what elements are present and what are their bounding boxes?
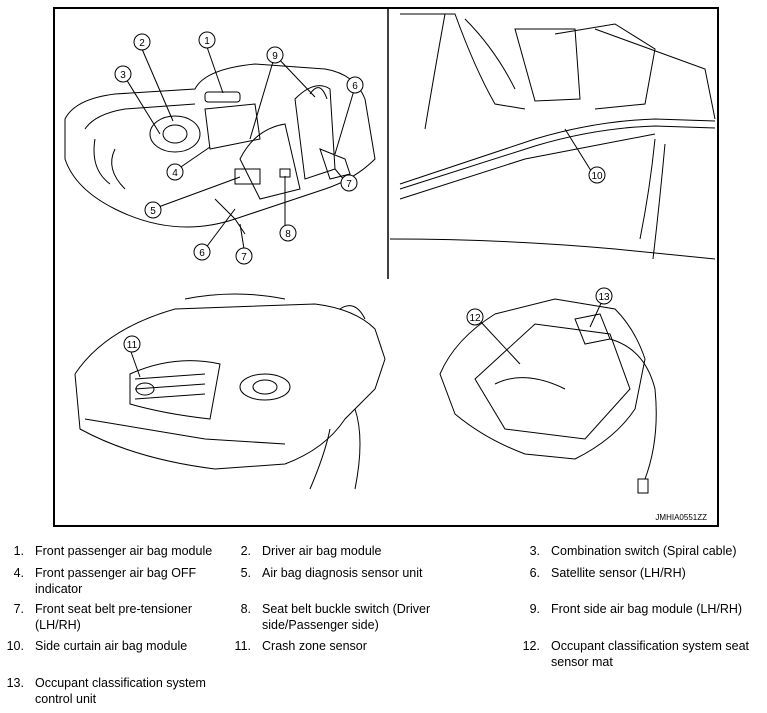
svg-text:6: 6	[199, 248, 205, 259]
legend-number: 10.	[6, 639, 24, 653]
callout-markers: 1 2 3 4 5 9 6 7 8 6 7 10 11 12 13	[114, 31, 613, 353]
svg-text:13: 13	[598, 292, 610, 303]
svg-text:4: 4	[172, 168, 178, 179]
legend-text: Occupant classification system seat sens…	[551, 639, 749, 669]
interior-illustration	[64, 63, 376, 235]
callout-3: 3	[114, 65, 132, 83]
legend-text: Satellite sensor (LH/RH)	[551, 566, 686, 580]
legend-number: 13.	[6, 676, 24, 690]
diagram-drawing: 1 2 3 4 5 9 6 7 8 6 7 10 11 12 13	[64, 9, 716, 494]
legend-text: Front passenger air bag OFF indicator	[35, 566, 197, 596]
legend-text: Driver air bag module	[262, 544, 382, 558]
svg-text:1: 1	[204, 36, 210, 47]
figure-code: JMHIA0551ZZ	[655, 513, 707, 522]
legend-text: Air bag diagnosis sensor unit	[262, 566, 423, 580]
callout-13: 13	[595, 287, 613, 305]
legend-number: 1.	[13, 544, 24, 558]
legend-text: Front side air bag module (LH/RH)	[551, 602, 743, 616]
svg-text:7: 7	[346, 179, 352, 190]
legend-text: Crash zone sensor	[262, 639, 367, 653]
callout-10: 10	[588, 166, 606, 184]
svg-text:7: 7	[241, 252, 247, 263]
curtain-illustration	[389, 13, 716, 260]
callout-7a: 7	[340, 174, 358, 192]
legend-number: 3.	[529, 544, 540, 558]
svg-text:5: 5	[150, 206, 156, 217]
legend-number: 12.	[522, 639, 540, 653]
callout-8: 8	[279, 224, 297, 242]
legend-number: 11.	[234, 639, 251, 653]
callout-4: 4	[166, 163, 184, 181]
svg-text:12: 12	[469, 313, 481, 324]
callout-2: 2	[133, 33, 151, 51]
callout-6b: 6	[193, 243, 211, 261]
legend-number: 4.	[13, 566, 24, 580]
callout-11: 11	[123, 335, 141, 353]
callout-12: 12	[466, 308, 484, 326]
svg-text:9: 9	[272, 51, 278, 62]
legend-text: Combination switch (Spiral cable)	[551, 544, 737, 558]
front-vehicle-illustration	[74, 293, 386, 490]
component-diagram: 1 2 3 4 5 9 6 7 8 6 7 10 11 12 13 JMHIA0…	[53, 7, 719, 527]
legend-number: 7.	[13, 602, 24, 616]
legend-number: 8.	[240, 602, 251, 616]
svg-text:3: 3	[120, 70, 126, 81]
svg-text:6: 6	[352, 81, 358, 92]
callout-1: 1	[198, 31, 216, 49]
svg-text:10: 10	[591, 171, 603, 182]
svg-text:2: 2	[139, 38, 145, 49]
svg-text:11: 11	[127, 340, 138, 351]
legend-text: Seat belt buckle switch (Driver side/Pas…	[262, 602, 431, 632]
callout-9: 9	[266, 46, 284, 64]
legend-text: Front seat belt pre-tensioner (LH/RH)	[35, 602, 193, 632]
legend-text: Front passenger air bag module	[35, 544, 213, 558]
callout-6a: 6	[346, 76, 364, 94]
svg-text:8: 8	[285, 229, 291, 240]
legend-text: Occupant classification system control u…	[35, 676, 206, 706]
callout-5: 5	[144, 201, 162, 219]
legend-text: Side curtain air bag module	[35, 639, 188, 653]
seat-mat-illustration	[439, 298, 657, 494]
legend-number: 5.	[240, 566, 251, 580]
legend-number: 2.	[240, 544, 251, 558]
callout-7b: 7	[235, 247, 253, 265]
legend-number: 9.	[529, 602, 540, 616]
legend-number: 6.	[529, 566, 540, 580]
